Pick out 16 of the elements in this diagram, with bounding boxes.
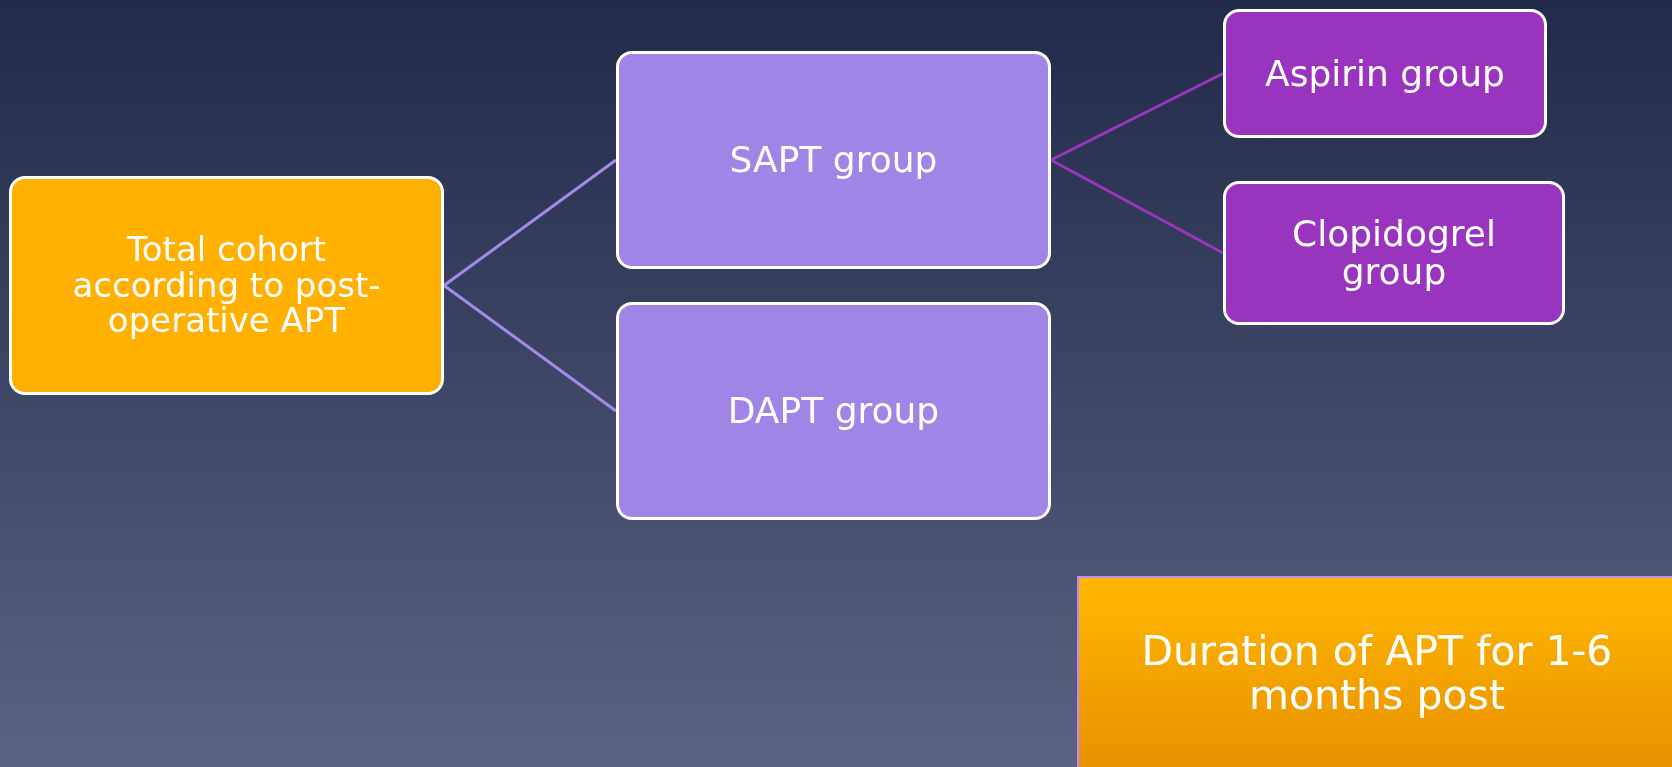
node-label: Duration of APT for 1-6 months post bbox=[1140, 630, 1614, 717]
process-box bbox=[9, 176, 444, 395]
connector-line bbox=[1050, 72, 1224, 162]
process-box bbox=[1223, 9, 1547, 138]
process-box bbox=[1223, 181, 1565, 325]
node-label: DAPT group bbox=[727, 392, 940, 430]
process-box bbox=[616, 302, 1051, 520]
connector-line bbox=[1050, 158, 1224, 255]
connector-line bbox=[443, 284, 617, 413]
node-label: SAPT group bbox=[729, 141, 938, 179]
process-box bbox=[616, 51, 1051, 269]
node-label: Aspirin group bbox=[1265, 54, 1505, 93]
node-label: Total cohort according to post-operative APT bbox=[71, 231, 382, 340]
node-label: Clopidogrel group bbox=[1291, 215, 1497, 291]
note-box bbox=[1077, 576, 1672, 767]
connector-line bbox=[443, 158, 617, 287]
